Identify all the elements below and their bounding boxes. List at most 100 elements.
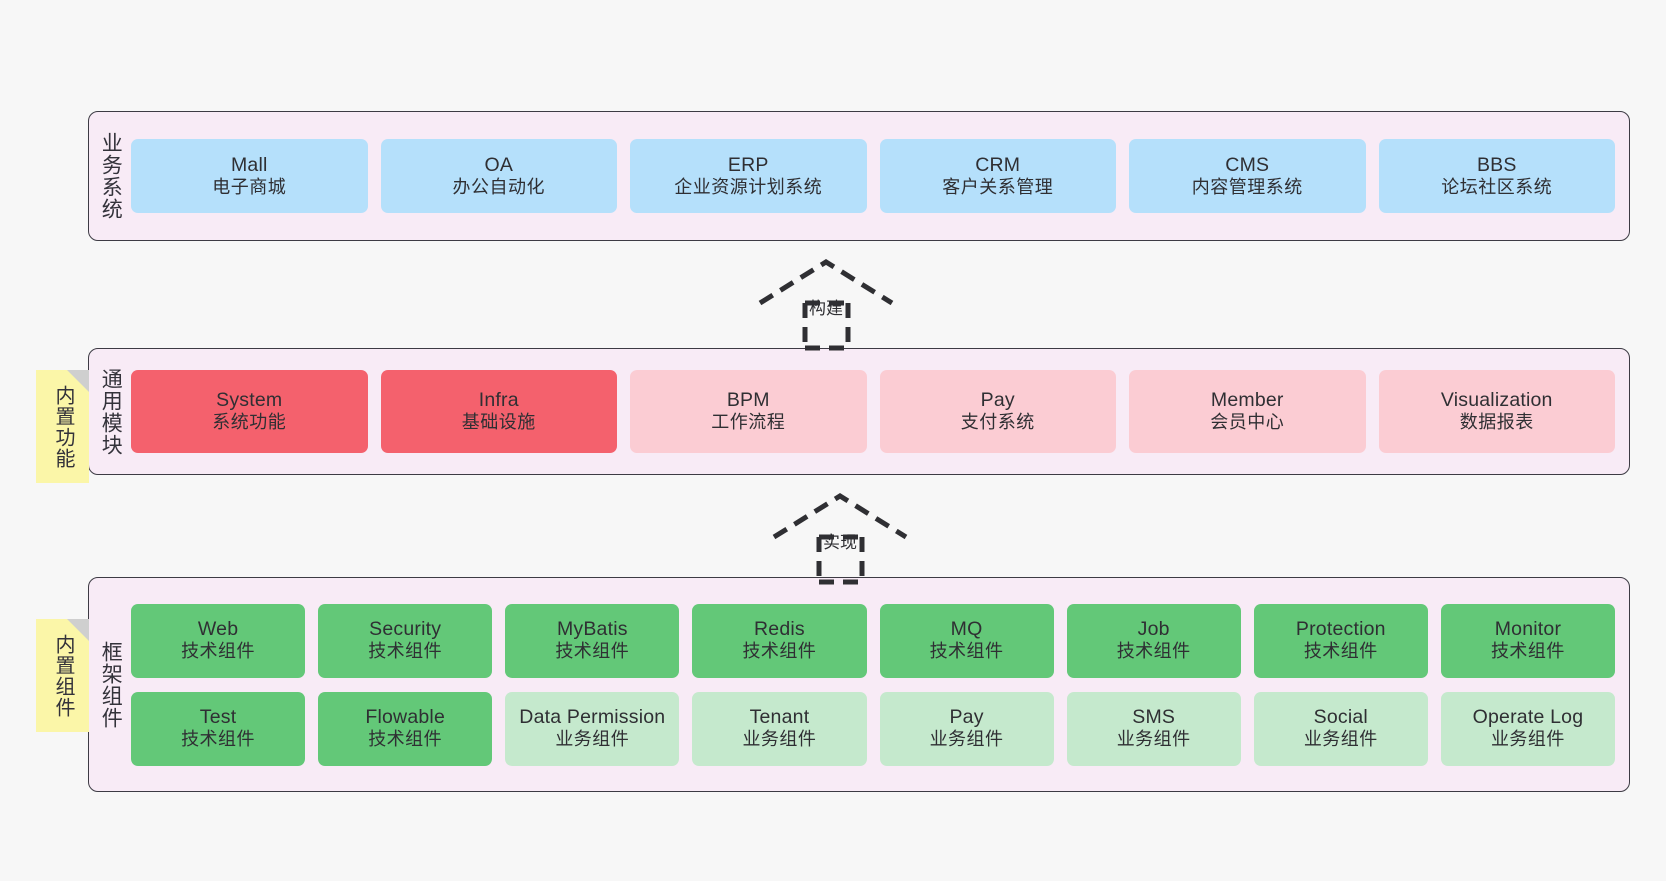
card-protection-subtitle: 技术组件 <box>1303 641 1378 662</box>
card-pay-module-subtitle: 支付系统 <box>960 412 1035 433</box>
card-crm-subtitle: 客户关系管理 <box>942 176 1054 197</box>
card-test-subtitle: 技术组件 <box>181 729 256 750</box>
card-sms-subtitle: 业务组件 <box>1116 729 1191 750</box>
card-tenant[interactable]: Tenant 业务组件 <box>692 691 867 766</box>
card-oa[interactable]: OA 办公自动化 <box>380 139 617 213</box>
card-mall-subtitle: 电子商城 <box>212 176 287 197</box>
connector-implement: 实现 <box>769 492 919 585</box>
card-pay-module-title: Pay <box>980 389 1015 411</box>
card-mybatis-subtitle: 技术组件 <box>555 641 630 662</box>
card-redis[interactable]: Redis 技术组件 <box>692 603 867 678</box>
card-mybatis[interactable]: MyBatis 技术组件 <box>505 603 680 678</box>
card-mall-title: Mall <box>230 153 268 176</box>
connector-build: 构建 <box>755 258 905 351</box>
card-monitor[interactable]: Monitor 技术组件 <box>1440 603 1615 678</box>
card-visualization-title: Visualization <box>1440 389 1553 411</box>
card-sms-title: SMS <box>1132 706 1176 728</box>
card-cms[interactable]: CMS 内容管理系统 <box>1129 139 1366 213</box>
note-fold-corner-icon <box>67 619 89 641</box>
card-mq-subtitle: 技术组件 <box>929 641 1004 662</box>
card-web-subtitle: 技术组件 <box>181 641 256 662</box>
card-test[interactable]: Test 技术组件 <box>131 691 306 766</box>
layer-business-system: 业务系统 Mall 电子商城 OA 办公自动化 ERP 企业资源计划系统 CRM <box>88 111 1630 241</box>
card-monitor-title: Monitor <box>1494 618 1562 640</box>
card-system-title: System <box>216 389 283 411</box>
card-member-subtitle: 会员中心 <box>1210 412 1285 433</box>
card-bpm-subtitle: 工作流程 <box>711 412 786 433</box>
layer-body-framework-component: Web 技术组件 Security 技术组件 MyBatis 技术组件 Redi… <box>131 578 1629 791</box>
framework-business-row: Test 技术组件 Flowable 技术组件 Data Permission … <box>131 691 1615 766</box>
card-system[interactable]: System 系统功能 <box>131 370 368 453</box>
card-job[interactable]: Job 技术组件 <box>1066 603 1241 678</box>
layer-title-framework-component: 框架组件 <box>99 640 123 729</box>
card-cms-title: CMS <box>1225 153 1270 176</box>
card-bbs-title: BBS <box>1476 153 1517 176</box>
card-job-title: Job <box>1137 618 1170 640</box>
layer-body-business-system: Mall 电子商城 OA 办公自动化 ERP 企业资源计划系统 CRM 客户关系… <box>131 112 1629 240</box>
card-security-title: Security <box>369 618 442 640</box>
connector-implement-label: 实现 <box>823 533 857 552</box>
card-redis-title: Redis <box>754 618 805 640</box>
layer-framework-component: 框架组件 Web 技术组件 Security 技术组件 MyBatis 技术组件 <box>88 577 1630 792</box>
card-sms[interactable]: SMS 业务组件 <box>1066 691 1241 766</box>
card-data-permission[interactable]: Data Permission 业务组件 <box>505 691 680 766</box>
note-fold-corner-icon <box>67 370 89 392</box>
card-data-permission-title: Data Permission <box>519 705 666 728</box>
card-protection-title: Protection <box>1295 618 1386 640</box>
card-web-title: Web <box>197 618 239 640</box>
card-protection[interactable]: Protection 技术组件 <box>1253 603 1428 678</box>
card-mybatis-title: MyBatis <box>556 618 628 640</box>
card-bpm-title: BPM <box>726 389 770 411</box>
card-mall[interactable]: Mall 电子商城 <box>131 139 368 213</box>
layer-body-common-module: System 系统功能 Infra 基础设施 BPM 工作流程 Pay 支付系统… <box>131 349 1629 474</box>
card-operate-log[interactable]: Operate Log 业务组件 <box>1440 691 1615 766</box>
card-security-subtitle: 技术组件 <box>368 641 443 662</box>
card-social-title: Social <box>1313 706 1368 728</box>
card-crm[interactable]: CRM 客户关系管理 <box>879 139 1116 213</box>
framework-tech-row: Web 技术组件 Security 技术组件 MyBatis 技术组件 Redi… <box>131 603 1615 678</box>
card-operate-log-title: Operate Log <box>1472 706 1584 728</box>
card-job-subtitle: 技术组件 <box>1116 641 1191 662</box>
card-pay-module[interactable]: Pay 支付系统 <box>879 370 1116 453</box>
layer-common-module: 通用模块 System 系统功能 Infra 基础设施 BPM 工作流程 Pay <box>88 348 1630 475</box>
card-mq-title: MQ <box>950 618 983 640</box>
card-flowable-title: Flowable <box>365 706 445 728</box>
card-pay-component[interactable]: Pay 业务组件 <box>879 691 1054 766</box>
card-oa-subtitle: 办公自动化 <box>452 176 545 197</box>
card-erp[interactable]: ERP 企业资源计划系统 <box>630 139 867 213</box>
card-oa-title: OA <box>484 153 514 176</box>
card-redis-subtitle: 技术组件 <box>742 641 817 662</box>
connector-implement-arrow <box>772 493 908 585</box>
common-module-card-row: System 系统功能 Infra 基础设施 BPM 工作流程 Pay 支付系统… <box>131 370 1615 453</box>
card-mq[interactable]: MQ 技术组件 <box>879 603 1054 678</box>
card-member[interactable]: Member 会员中心 <box>1129 370 1366 453</box>
card-flowable-subtitle: 技术组件 <box>368 729 443 750</box>
card-crm-title: CRM <box>975 153 1021 176</box>
card-cms-subtitle: 内容管理系统 <box>1191 176 1303 197</box>
note-builtin-function-label: 内置功能 <box>52 384 74 469</box>
card-web[interactable]: Web 技术组件 <box>131 603 306 678</box>
card-social-subtitle: 业务组件 <box>1303 729 1378 750</box>
layer-title-business-system: 业务系统 <box>99 132 123 220</box>
card-pay-component-subtitle: 业务组件 <box>929 729 1004 750</box>
card-erp-subtitle: 企业资源计划系统 <box>674 176 823 197</box>
card-bpm[interactable]: BPM 工作流程 <box>630 370 867 453</box>
connector-build-arrow <box>758 259 894 351</box>
card-tenant-subtitle: 业务组件 <box>742 729 817 750</box>
card-bbs[interactable]: BBS 论坛社区系统 <box>1378 139 1615 213</box>
card-system-subtitle: 系统功能 <box>212 412 287 433</box>
framework-component-card-rows: Web 技术组件 Security 技术组件 MyBatis 技术组件 Redi… <box>131 603 1615 766</box>
card-data-permission-subtitle: 业务组件 <box>555 728 630 749</box>
card-flowable[interactable]: Flowable 技术组件 <box>318 691 493 766</box>
card-visualization[interactable]: Visualization 数据报表 <box>1378 370 1615 453</box>
layer-title-common-module: 通用模块 <box>99 367 123 456</box>
card-security[interactable]: Security 技术组件 <box>318 603 493 678</box>
card-tenant-title: Tenant <box>749 706 810 728</box>
card-member-title: Member <box>1210 389 1284 411</box>
card-social[interactable]: Social 业务组件 <box>1253 691 1428 766</box>
card-test-title: Test <box>199 706 237 728</box>
business-system-card-row: Mall 电子商城 OA 办公自动化 ERP 企业资源计划系统 CRM 客户关系… <box>131 139 1615 213</box>
card-infra[interactable]: Infra 基础设施 <box>380 370 617 453</box>
card-erp-title: ERP <box>727 153 769 176</box>
note-builtin-component-label: 内置组件 <box>52 633 74 718</box>
